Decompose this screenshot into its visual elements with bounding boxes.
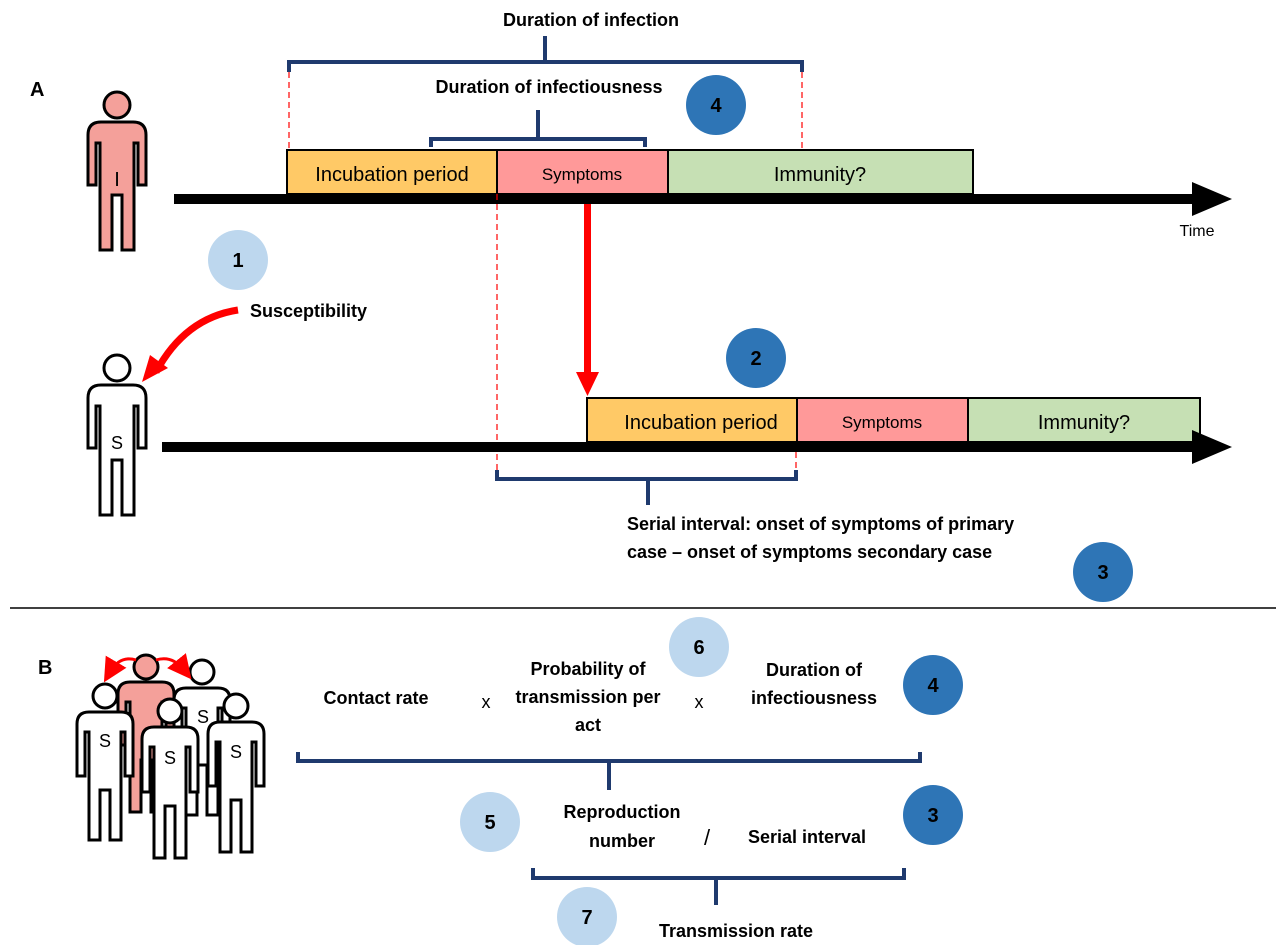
duration-of-infection-label: Duration of infection [503,10,679,30]
secondary-timeline-arrowhead [1192,430,1232,464]
badge-6 [669,617,729,677]
serial-interval-line1: Serial interval: onset of symptoms of pr… [627,514,1014,534]
secondary-immunity-label: Immunity? [1038,412,1130,434]
badge-2 [726,328,786,388]
badge-3-bottom [903,785,963,845]
divide-sign: / [704,825,711,850]
badge-1-number: 1 [232,250,243,272]
susceptible-person-letter: S [111,433,123,453]
serial-interval-bracket [495,470,798,505]
duration-of-infectiousness-bracket [429,110,647,147]
primary-immunity-label: Immunity? [774,164,866,186]
badge-3-top [1073,542,1133,602]
contact-rate-label: Contact rate [323,688,428,708]
probability-line1: Probability of [530,659,646,679]
badge-3-top-number: 3 [1097,562,1108,584]
badge-2-number: 2 [750,348,761,370]
serial-interval-label: Serial interval [748,827,866,847]
reproduction-line1: Reproduction [564,802,681,822]
transmission-rate-label: Transmission rate [659,921,813,941]
duration-line2: infectiousness [751,688,877,708]
badge-4-top [686,75,746,135]
badge-5 [460,792,520,852]
badge-4-bottom [903,655,963,715]
secondary-incubation-label: Incubation period [624,412,777,434]
reproduction-bracket [296,752,922,790]
duration-of-infectiousness-label: Duration of infectiousness [435,77,662,97]
susceptibility-arrowhead [142,355,168,382]
susceptible-person-icon [86,353,148,517]
transmission-arrow-shaft [584,204,591,374]
susceptibility-arrow [152,306,239,374]
secondary-incubation-box [586,397,798,443]
secondary-timeline-shaft [162,442,1194,452]
badge-4-bottom-number: 4 [927,675,939,697]
times-sign-2: x [695,692,704,712]
primary-timeline-shaft [174,194,1194,204]
transmission-arrowhead [576,372,599,396]
duration-line1: Duration of [766,660,863,680]
secondary-symptoms-box [796,397,969,443]
probability-line3: act [575,715,601,735]
badge-1 [208,230,268,290]
infected-person-letter: I [114,169,120,191]
crowd-susceptible-letter-4: S [164,748,176,768]
badge-4-top-number: 4 [710,95,722,117]
badge-3-bottom-number: 3 [927,805,938,827]
times-sign-1: x [482,692,491,712]
primary-incubation-label: Incubation period [315,164,468,186]
badge-5-number: 5 [484,812,495,834]
badge-7-number: 7 [581,907,592,929]
duration-of-infection-bracket [287,36,804,72]
crowd-susceptible-letter-1: S [197,707,209,727]
infected-person-icon [86,90,148,252]
reproduction-line2: number [589,831,655,851]
susceptibility-label: Susceptibility [250,301,367,321]
badge-7 [557,887,617,945]
panel-a-label: A [30,79,44,101]
secondary-symptoms-label: Symptoms [842,413,922,432]
primary-symptoms-label: Symptoms [542,165,622,184]
crowd-susceptible-letter-2: S [99,731,111,751]
primary-timeline-arrowhead [1192,182,1232,216]
probability-line2: transmission per [515,687,660,707]
secondary-immunity-box [967,397,1201,443]
badge-6-number: 6 [693,637,704,659]
time-label: Time [1180,223,1215,240]
serial-interval-line2: case – onset of symptoms secondary case [627,542,992,562]
panel-b-label: B [38,657,52,679]
transmission-bracket [531,868,906,905]
crowd-icon: I S S S S [75,653,266,860]
crowd-susceptible-letter-3: S [230,742,242,762]
